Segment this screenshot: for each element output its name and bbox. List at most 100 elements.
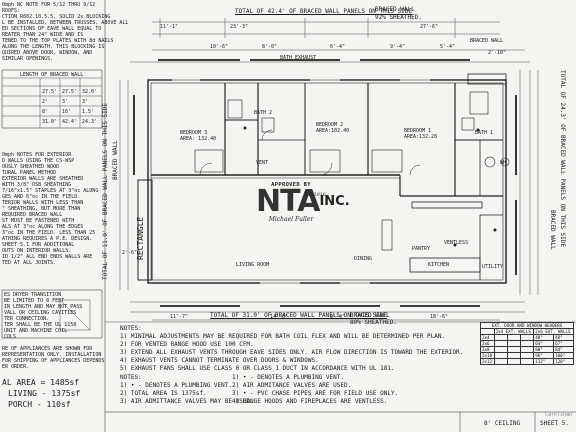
low-notes-line-6: UNIT AND MACHINE COIL	[4, 328, 68, 334]
header-table-col-b: 2x6 EXT. WALLS	[533, 328, 574, 335]
dim-10: 11'-7"	[170, 314, 189, 320]
appliance-line-3: ER ORDER.	[2, 364, 30, 370]
dim-7: 9'-4"	[390, 44, 406, 50]
stamp-approved-by: APPROVED BY	[271, 182, 311, 188]
dim-11: 14'-0"	[270, 314, 289, 320]
room-dining: DINING	[354, 256, 373, 262]
ceiling-height: 8' CEILING	[484, 420, 521, 427]
notes2-left-1: 2) TOTAL AREA IS 1375sf.	[120, 390, 207, 397]
braced-table-r1c2: 3'	[82, 99, 89, 105]
mid-notes-line-10: REQUIRED BRACED WALL	[2, 212, 63, 218]
appliance-line-2: FOR SHIPPING OF APPLIANCES DEPENDS	[2, 358, 105, 364]
mid-notes-line-12: ALS AT 3"oc ALONG THE EDGES	[2, 224, 84, 230]
notes-line-2: 3) EXTEND ALL EXHAUST VENTS THROUGH EAVE…	[120, 349, 464, 356]
mid-notes-line-7: GES AND 6"oc IN THE FIELD.	[2, 194, 81, 200]
mid-notes-line-13: 3"oc IN THE FIELD. LESS THAN 25	[2, 230, 96, 236]
braced-table-r1c0: 2'	[42, 99, 49, 105]
left-notes-line-4: ED SECTIONS OF EAVE WALL EQUAL TO	[2, 26, 102, 32]
mid-notes-line-11: ST MUST BE FASTENED WITH	[2, 218, 75, 224]
header-table: EXT. DOOR AND WINDOW HEADERS 2x4 EXT. WA…	[480, 322, 574, 365]
braced-table-r1c1: 3'	[62, 99, 69, 105]
top-braced-wall-label-2: BRACED WALL	[470, 38, 504, 44]
table-row: 2x6 64"67"	[480, 340, 574, 347]
dim-9: 2'-10"	[488, 50, 507, 56]
top-braced-wall-label: BRACED WALL	[375, 6, 415, 13]
top-total-braced: TOTAL OF 42.4' OF BRACED WALL PANELS ON …	[235, 8, 413, 15]
bottom-pct-sheathed: 80% SHEATHED.	[350, 319, 397, 326]
porch-area: PORCH - 110sf	[8, 400, 71, 409]
braced-table-title: LENGTH OF BRACED WALL	[20, 72, 84, 78]
dim-19: 2'-6"	[122, 250, 138, 256]
left-side-braced-wall: BRACED WALL	[112, 140, 119, 180]
bottom-braced-wall: BRACED WALL	[350, 312, 390, 319]
mid-notes-line-15: SHEET 5.1 FOR ADDITIONAL	[2, 242, 75, 248]
room-kitchen: KITCHEN	[428, 262, 450, 268]
notes2-right-2: 3) • - PVC CHASE PIPES ARE FOR FIELD USE…	[232, 390, 399, 397]
low-notes-line-2: IN LENGTH AND MAY NOT PASS	[4, 304, 83, 310]
room-living: LIVING ROOM	[236, 262, 270, 268]
dim-13: 18'-6"	[430, 314, 449, 320]
braced-table-r3c1: 42.4'	[62, 119, 78, 125]
mid-notes-line-16: OUTS ON INTERIOR WALLS.	[2, 248, 72, 254]
header-table-col-a: 2x4 EXT. WALLS	[493, 328, 535, 335]
braced-table-r2c1: 16'	[62, 109, 72, 115]
room-vent: VENT	[256, 160, 269, 166]
left-notes-line-8: QUIRED ABOVE DOOR, WINDOW, AND	[2, 50, 93, 56]
top-pct-sheathed: 92% SHEATHED.	[375, 14, 422, 21]
room-bedroom3-area: AREA: 132.40	[180, 136, 217, 142]
living-area: LIVING - 1375sf	[8, 389, 81, 398]
room-pantry: PANTRY	[412, 246, 431, 252]
dim-12: 9'-4"	[330, 314, 346, 320]
notes2-right-1: 2) AIR ADMITANCE VALVES ARE USED.	[232, 382, 352, 389]
room-bedroom2-area: AREA:102.40	[316, 128, 350, 134]
mid-notes-line-18: TED AT ALL JOINTS.	[2, 260, 57, 266]
mid-notes-line-9: " SHEATHING, BUT MORE THAN	[2, 206, 81, 212]
low-notes-line-0: ES DRYER TRANSITION	[4, 292, 62, 298]
low-notes-line-3: VALL OR CEILING CAVITIES	[4, 310, 77, 316]
mid-notes-line-14: ATHING REQUIRES A P.E. DESIGN.	[2, 236, 93, 242]
braced-table-r2c0: 8'	[42, 109, 49, 115]
notes-line-1: 2) FOR VENTED RANGE HOOD USE 100 CFM.	[120, 341, 254, 348]
stamp-date: 2/2/2016	[303, 192, 326, 198]
dim-4: 10'-6"	[210, 44, 229, 50]
mid-notes-line-6: 7/16"x1.5" STAPLES AT 3"oc ALONG	[2, 188, 99, 194]
bottom-total-braced: TOTAL OF 31.0' OF BRACED WALL PANELS ON …	[210, 312, 388, 319]
dim-8: 5'-4"	[440, 44, 456, 50]
notes2-left-0: 1) • - DENOTES A PLUMBING VENT.	[120, 382, 232, 389]
braced-table-r0c0: 27.5'	[42, 89, 58, 95]
room-utility: UTILITY	[482, 264, 504, 270]
low-notes-line-5: TER SHALL BE THE UL 1158	[4, 322, 77, 328]
notes-line-0: 1) MINIMAL ADJUSTMENTS MAY BE REQUIRED F…	[120, 333, 446, 340]
room-bath-exhaust: BATH EXHAUST	[280, 55, 317, 61]
room-rectangle: RECTANGLE	[136, 216, 145, 260]
notes2-header: NOTES:	[120, 374, 142, 381]
total-area: AL AREA = 1485sf	[2, 378, 80, 387]
left-notes-line-1: ROOFS:	[2, 8, 21, 14]
right-side-braced: TOTAL OF 24.3' OF BRACED WALL PANELS ON …	[559, 70, 566, 248]
braced-table-r0c1: 27.5'	[62, 89, 78, 95]
left-notes-line-0: 0mph NC NOTE FOR 5/12 THRU 9/12	[2, 2, 96, 8]
left-notes-line-2: CTION R602.10.5.5, SOLID 2x BLOCKING	[2, 14, 111, 20]
notes2-right-0: 1) • - DENOTES A PLUMBING VENT.	[232, 374, 344, 381]
dim-5: 8'-0"	[262, 44, 278, 50]
nta-logo: NTA	[256, 184, 320, 219]
dim-1: 11'-1"	[160, 24, 179, 30]
left-notes-line-6: TENED TO THE TOP PLATES WITH 8d NAILS	[2, 38, 114, 44]
mid-notes-line-4: EXTERIOR WALLS ARE SHEATHED	[2, 176, 84, 182]
appliance-line-0: RE OF APPLIANCES ARE SHOWN FOR	[2, 346, 93, 352]
table-row: 2x12 112"120"	[480, 358, 574, 365]
braced-table-r2c2: 1.5'	[82, 109, 95, 115]
mid-notes-line-2: OUSLY SHEATHED WOOD	[2, 164, 60, 170]
room-bedroom1-area: AREA:132.20	[404, 134, 438, 140]
header-table-title: EXT. DOOR AND WINDOW HEADERS	[480, 322, 574, 329]
right-side-braced-wall: BRACED WALL	[549, 210, 556, 250]
mid-notes-line-1: D WALLS USING THE CS-WSP	[2, 158, 75, 164]
braced-table-r0c2: 32.0'	[82, 89, 98, 95]
low-notes-line-1: BE LIMITED TO 8 FEET	[4, 298, 65, 304]
notes2-right-3: 4) RANGE HOODS AND FIREPLACES ARE VENTLE…	[232, 398, 388, 405]
dim-2: 23'-3"	[230, 24, 249, 30]
room-ventless: VENTLESS	[444, 240, 469, 246]
low-notes-line-4: TER CONNECTION.	[4, 316, 50, 322]
dim-3: 27'-6"	[420, 24, 439, 30]
